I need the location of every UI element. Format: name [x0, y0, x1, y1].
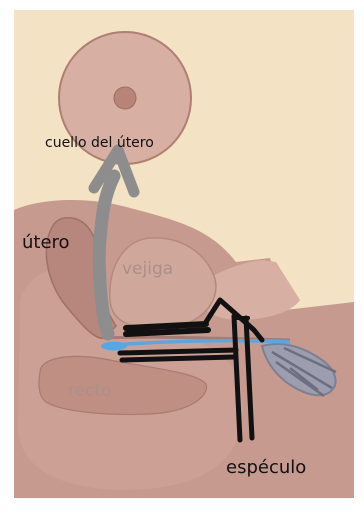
label-speculum: espéculo — [226, 457, 306, 478]
swab-tip — [101, 342, 127, 351]
cervical-os — [114, 87, 136, 109]
label-bladder: vejiga — [122, 259, 173, 279]
speculum-upper-blade — [126, 324, 208, 334]
label-cervix: cuello del útero — [45, 135, 154, 151]
label-rectum: recto — [68, 381, 112, 401]
label-uterus: útero — [22, 232, 70, 253]
